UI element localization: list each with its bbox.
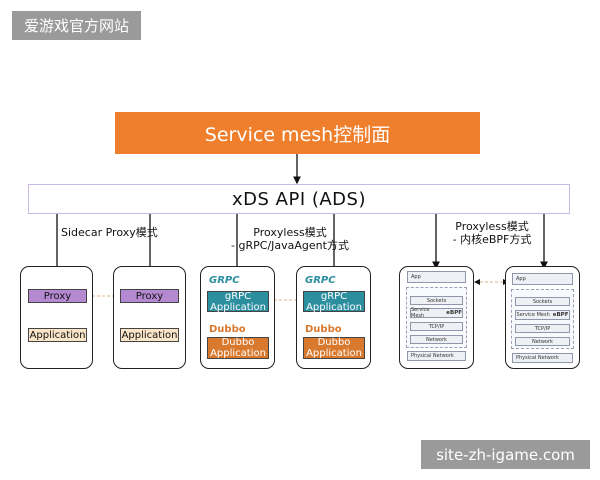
label-proxyless-ebpf-line1: Proxyless模式 [455,220,529,233]
grpc-application-box-2: gRPC Application [303,291,365,313]
dubbo-logo-1: Dubbo [209,324,246,335]
dubbo-logo-2: Dubbo [305,324,342,335]
ebpf-service-mesh-label-2: Service Mesh [516,312,550,318]
ebpf-tcpip-layer-2: TCP/IP [515,324,570,333]
grpc-application-box-1: gRPC Application [207,291,269,313]
label-proxyless-grpc-line1: Proxyless模式 [253,226,327,239]
sidecar-card-1 [20,266,93,369]
ebpf-tcpip-layer-1: TCP/IP [410,322,463,331]
ebpf-sockets-layer-2: Sockets [515,297,570,306]
label-proxyless-ebpf-line2: - 内核eBPF方式 [452,233,532,246]
ebpf-network-layer-1: Network [410,335,463,344]
proxy-box-1: Proxy [28,289,87,303]
watermark-bottom-right: site-zh-igame.com [421,440,590,469]
xds-api-bar: xDS API (ADS) [28,184,570,214]
ebpf-service-mesh-label-1: Service Mesh [411,307,430,319]
ebpf-logo-1: eBPF [446,310,462,316]
ebpf-sockets-layer-1: Sockets [410,296,463,305]
grpc-logo-2: GRPC [305,275,336,286]
label-proxyless-grpc-line2: - gRPC/JavaAgent方式 [231,239,349,252]
application-box-1: Application [28,328,87,342]
ebpf-physical-layer-2: Physical Network [512,353,573,363]
ebpf-network-layer-2: Network [515,337,570,346]
label-proxyless-ebpf-mode: Proxyless模式 - 内核eBPF方式 [440,220,544,246]
label-proxyless-grpc-mode: Proxyless模式 - gRPC/JavaAgent方式 [220,226,360,252]
control-plane-box: Service mesh控制面 [115,112,480,154]
ebpf-service-mesh-layer-1: Service Mesh eBPF [410,307,463,319]
ebpf-logo-2: eBPF [552,312,569,318]
label-sidecar-mode: Sidecar Proxy模式 [61,226,158,239]
dubbo-application-box-2: Dubbo Application [303,337,365,359]
proxy-box-2: Proxy [120,289,179,303]
dubbo-application-box-1: Dubbo Application [207,337,269,359]
application-box-2: Application [120,328,179,342]
ebpf-physical-layer-1: Physical Network [407,351,466,361]
ebpf-service-mesh-layer-2: Service Mesh eBPF [515,310,570,320]
grpc-logo-1: GRPC [209,275,240,286]
sidecar-card-2 [113,266,186,369]
ebpf-app-layer-1: App [407,271,466,283]
watermark-top-left: 爱游戏官方网站 [12,11,141,40]
ebpf-app-layer-2: App [512,273,573,285]
